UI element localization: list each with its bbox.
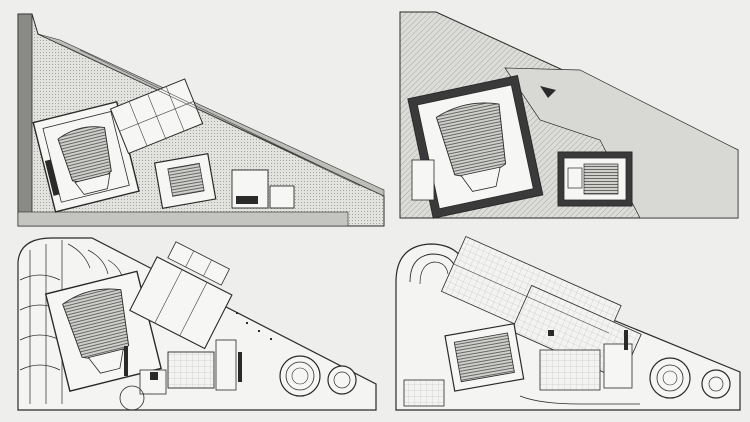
plan-top-right <box>399 11 739 219</box>
plan-top-left <box>17 13 385 227</box>
plan-bottom-right <box>395 235 741 411</box>
plan-bottom-left <box>17 237 377 411</box>
